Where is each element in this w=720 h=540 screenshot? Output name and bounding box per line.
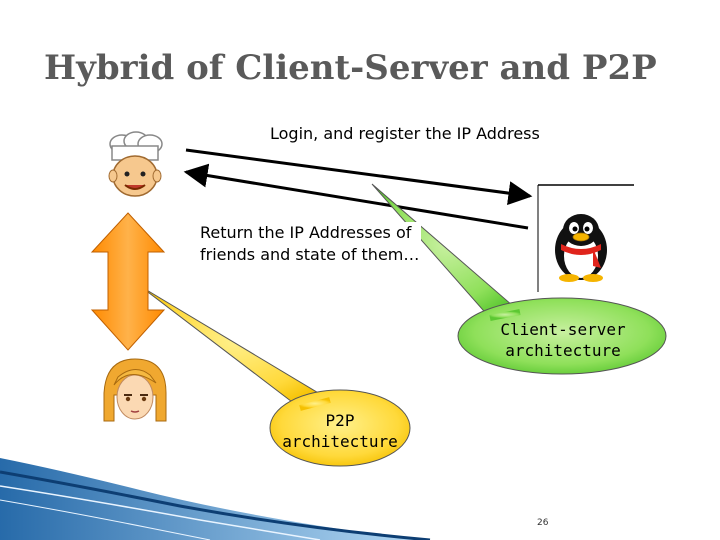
login-label: Login, and register the IP Address (270, 124, 540, 143)
client-server-line2: architecture (505, 341, 621, 360)
p2p-line2: architecture (282, 432, 398, 451)
blonde-girl-avatar-icon (100, 355, 170, 425)
qq-penguin-icon (543, 206, 619, 282)
p2p-callout (139, 285, 411, 467)
return-label-line2: friends and state of them… (200, 245, 420, 264)
return-label-line1: Return the IP Addresses of (200, 223, 412, 242)
client-server-line1: Client-server (500, 320, 626, 339)
return-arrow (183, 163, 529, 230)
p2p-callout-text: P2P architecture (274, 410, 406, 452)
client-server-callout (371, 183, 667, 375)
decorative-wave (0, 458, 431, 540)
return-label: Return the IP Addresses of friends and s… (200, 222, 422, 266)
client-server-callout-text: Client-server architecture (460, 319, 666, 361)
slide-title: Hybrid of Client-Server and P2P (44, 48, 657, 88)
p2p-line1: P2P (325, 411, 355, 430)
login-arrow (185, 148, 533, 206)
page-number: 26 (537, 518, 549, 528)
chef-avatar-icon (98, 131, 170, 204)
double-headed-orange-arrow-icon (90, 212, 166, 351)
